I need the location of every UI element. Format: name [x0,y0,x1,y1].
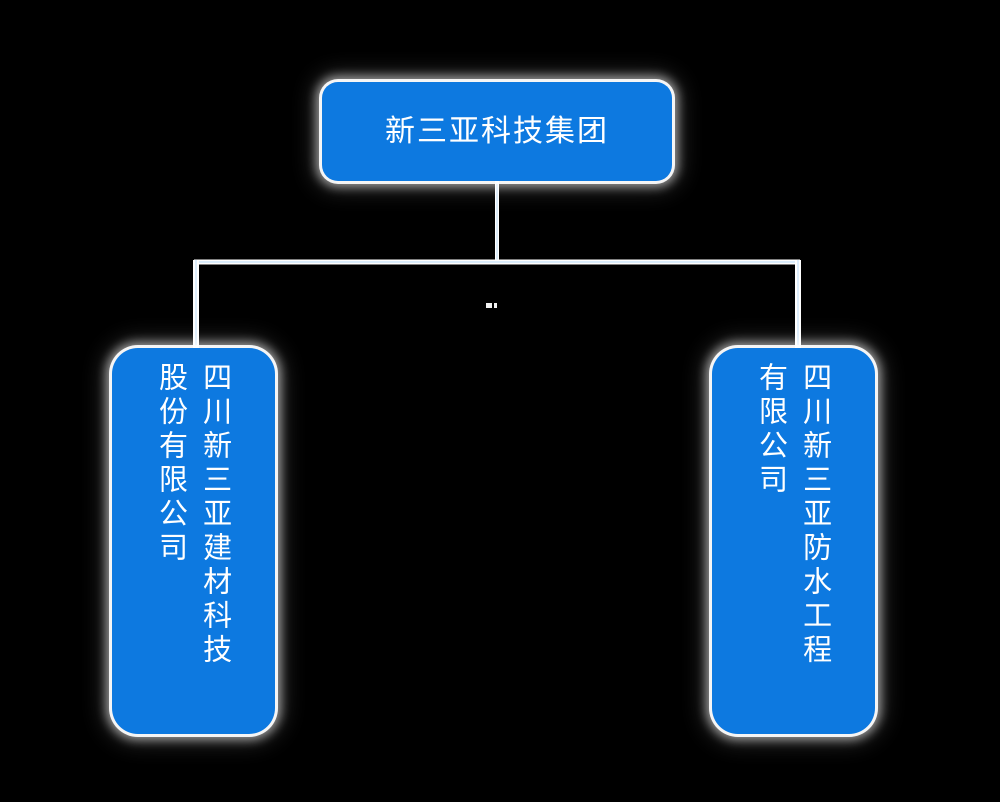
org-node-child-right[interactable]: 四川新三亚防水工程 有限公司 [712,348,875,734]
org-node-root-label: 新三亚科技集团 [385,114,609,149]
org-node-root[interactable]: 新三亚科技集团 [322,82,672,181]
org-node-child-right-label: 四川新三亚防水工程 有限公司 [754,362,833,668]
org-node-child-left-label: 四川新三亚建材科技 股份有限公司 [154,362,233,668]
org-node-child-left[interactable]: 四川新三亚建材科技 股份有限公司 [112,348,275,734]
stray-dot-mark [486,303,497,308]
